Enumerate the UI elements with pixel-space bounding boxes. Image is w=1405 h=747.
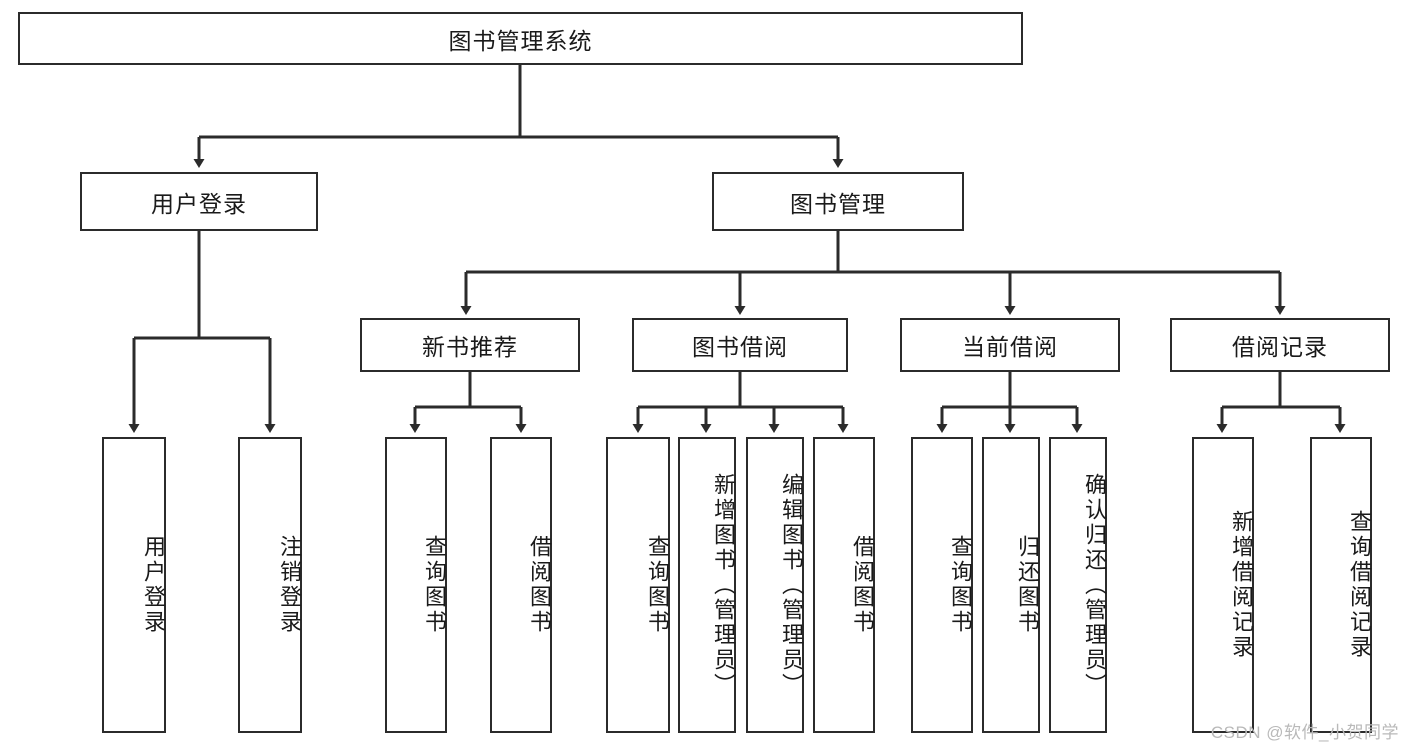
node-book-manage[interactable]: 图书管理 — [712, 172, 964, 231]
node-leaf-query-book-3[interactable]: 查询图书 — [911, 437, 973, 733]
node-leaf-query-book-1[interactable]: 查询图书 — [385, 437, 447, 733]
node-label: 编辑图书（管理员） — [779, 472, 804, 698]
node-label: 当前借阅 — [962, 334, 1058, 360]
node-leaf-add-book[interactable]: 新增图书（管理员） — [678, 437, 736, 733]
node-leaf-edit-book[interactable]: 编辑图书（管理员） — [746, 437, 804, 733]
node-root-system[interactable]: 图书管理系统 — [18, 12, 1023, 65]
node-label: 新书推荐 — [422, 334, 518, 360]
node-label: 查询借阅记录 — [1347, 510, 1372, 660]
node-label: 图书管理 — [790, 190, 886, 217]
node-leaf-user-logout[interactable]: 注销登录 — [238, 437, 302, 733]
node-label: 查询图书 — [948, 535, 973, 635]
node-leaf-add-record[interactable]: 新增借阅记录 — [1192, 437, 1254, 733]
node-label: 查询图书 — [422, 535, 447, 635]
node-leaf-borrow-book-2[interactable]: 借阅图书 — [813, 437, 875, 733]
node-leaf-query-record[interactable]: 查询借阅记录 — [1310, 437, 1372, 733]
node-label: 借阅记录 — [1232, 334, 1328, 360]
node-leaf-query-book-2[interactable]: 查询图书 — [606, 437, 670, 733]
csdn-watermark: CSDN @软件_小贺同学 — [1210, 723, 1399, 742]
node-leaf-confirm-return[interactable]: 确认归还（管理员） — [1049, 437, 1107, 733]
node-label: 查询图书 — [645, 535, 670, 635]
node-new-book-recommend[interactable]: 新书推荐 — [360, 318, 580, 372]
node-label: 借阅图书 — [527, 535, 552, 635]
node-borrow-record[interactable]: 借阅记录 — [1170, 318, 1390, 372]
node-leaf-return-book[interactable]: 归还图书 — [982, 437, 1040, 733]
node-label: 图书管理系统 — [448, 27, 593, 54]
node-leaf-user-login[interactable]: 用户登录 — [102, 437, 166, 733]
node-leaf-borrow-book-1[interactable]: 借阅图书 — [490, 437, 552, 733]
node-label: 归还图书 — [1015, 535, 1040, 635]
node-label: 注销登录 — [277, 535, 302, 635]
node-label: 新增借阅记录 — [1229, 510, 1254, 660]
node-label: 图书借阅 — [692, 334, 788, 360]
node-label: 用户登录 — [141, 535, 166, 635]
node-label: 用户登录 — [151, 190, 247, 217]
node-label: 确认归还（管理员） — [1082, 472, 1107, 698]
node-user-login[interactable]: 用户登录 — [80, 172, 318, 231]
node-label: 借阅图书 — [850, 535, 875, 635]
node-label: 新增图书（管理员） — [711, 472, 736, 698]
node-book-borrow[interactable]: 图书借阅 — [632, 318, 848, 372]
node-current-borrow[interactable]: 当前借阅 — [900, 318, 1120, 372]
